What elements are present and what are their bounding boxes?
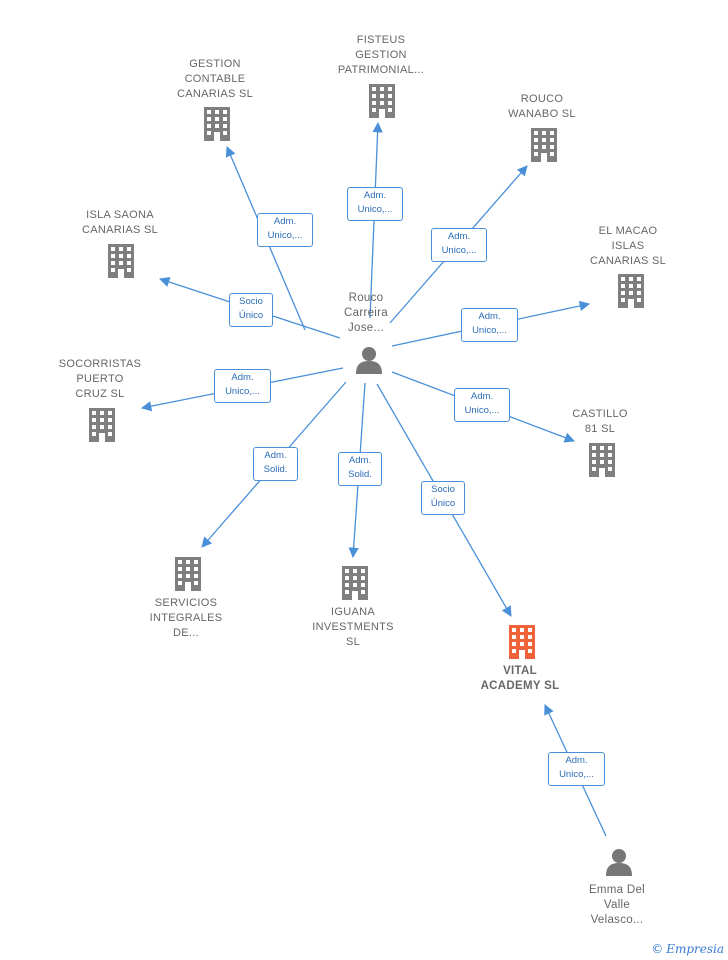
label-line: DE...: [173, 627, 199, 639]
label-line: Jose...: [348, 322, 384, 334]
label-line: CASTILLO: [572, 408, 628, 420]
relation-label-fisteus[interactable]: Adm. Unico,...: [347, 187, 403, 221]
company-label-gestion[interactable]: GESTION CONTABLE CANARIAS SL: [150, 57, 280, 102]
relation-label-castillo[interactable]: Adm. Unico,...: [454, 388, 510, 422]
relation-label-socorristas[interactable]: Adm. Unico,...: [214, 369, 271, 403]
building-icon[interactable]: [369, 84, 395, 118]
label-line: CANARIAS SL: [176, 88, 254, 100]
company-label-rouco[interactable]: ROUCO WANABO SL: [477, 92, 607, 122]
building-icon[interactable]: [531, 128, 557, 162]
company-label-iguana[interactable]: IGUANA INVESTMENTS SL: [288, 605, 418, 650]
company-label-servicios[interactable]: SERVICIOS INTEGRALES DE...: [121, 596, 251, 641]
relation-text: Unico,...: [464, 405, 500, 416]
company-label-socorristas[interactable]: SOCORRISTAS PUERTO CRUZ SL: [35, 357, 165, 402]
relation-label-second-person[interactable]: Adm. Unico,...: [548, 752, 605, 786]
label-line: ACADEMY SL: [480, 680, 560, 692]
relation-text: Adm.: [264, 450, 287, 461]
label-line: VITAL: [503, 665, 537, 677]
second-person-label[interactable]: Emma Del Valle Velasco...: [552, 883, 682, 928]
label-line: ISLA SAONA: [86, 209, 154, 221]
label-line: ISLAS: [611, 240, 645, 252]
label-line: CONTABLE: [184, 73, 246, 85]
relation-text: Solid.: [263, 464, 288, 475]
copyright-icon: ©: [651, 942, 664, 956]
label-line: INVESTMENTS: [312, 621, 394, 633]
relation-text: Adm.: [470, 391, 494, 402]
label-line: SERVICIOS: [154, 597, 218, 609]
relation-text: Unico,...: [472, 325, 507, 336]
label-line: SOCORRISTAS: [58, 358, 142, 370]
relation-label-gestion[interactable]: Adm. Unico,...: [257, 213, 313, 247]
relation-text: Socio: [239, 296, 263, 307]
building-icon[interactable]: [618, 274, 644, 308]
relation-text: Unico,...: [357, 204, 393, 215]
relation-text: Unico,...: [559, 769, 594, 780]
label-line: CANARIAS SL: [589, 255, 667, 267]
relation-label-rouco[interactable]: Adm. Unico,...: [431, 228, 487, 262]
empresia-watermark: ©Empresia: [651, 942, 724, 956]
label-line: Valle: [603, 899, 631, 911]
relation-label-iguana[interactable]: Adm. Solid.: [338, 452, 382, 486]
relation-text: Único: [238, 310, 264, 321]
person-icon[interactable]: [355, 346, 383, 374]
relation-text: Unico,...: [441, 245, 477, 256]
label-line: WANABO SL: [508, 108, 576, 120]
label-line: SL: [345, 636, 361, 648]
relation-text: Unico,...: [267, 230, 303, 241]
label-line: ROUCO: [520, 93, 564, 105]
relation-text: Adm.: [478, 311, 501, 322]
building-icon[interactable]: [89, 408, 115, 442]
relation-text: Adm.: [363, 190, 387, 201]
company-label-isla[interactable]: ISLA SAONA CANARIAS SL: [55, 208, 185, 238]
label-line: Rouco: [348, 292, 384, 304]
building-icon[interactable]: [175, 557, 201, 591]
label-line: EL MACAO: [598, 225, 658, 237]
label-line: Velasco...: [590, 914, 644, 926]
relation-text: Unico,...: [225, 386, 260, 397]
relation-text: Adm.: [231, 372, 254, 383]
label-line: CRUZ SL: [75, 388, 125, 400]
label-line: PATRIMONIAL...: [337, 64, 425, 76]
building-icon[interactable]: [509, 625, 535, 659]
building-icon[interactable]: [342, 566, 368, 600]
label-line: Carreira: [344, 307, 388, 319]
relation-text: Único: [430, 498, 456, 509]
person-icon[interactable]: [605, 848, 633, 876]
relation-text: Adm.: [348, 455, 372, 466]
label-line: GESTION: [189, 58, 241, 70]
center-person-label[interactable]: Rouco Carreira Jose...: [301, 291, 431, 336]
label-line: 81 SL: [584, 423, 616, 435]
company-label-castillo[interactable]: CASTILLO 81 SL: [535, 407, 665, 437]
company-label-fisteus[interactable]: FISTEUS GESTION PATRIMONIAL...: [316, 33, 446, 78]
relation-label-macao[interactable]: Adm. Unico,...: [461, 308, 518, 342]
building-icon[interactable]: [589, 443, 615, 477]
label-line: FISTEUS: [356, 34, 406, 46]
brand-name: Empresia: [666, 942, 724, 956]
label-line: IGUANA: [331, 606, 375, 618]
relation-text: Adm.: [565, 755, 588, 766]
label-line: CANARIAS SL: [81, 224, 159, 236]
relation-text: Adm.: [273, 216, 297, 227]
relation-text: Solid.: [348, 469, 372, 480]
label-line: GESTION: [355, 49, 407, 61]
relation-text: Adm.: [447, 231, 471, 242]
company-label-vital[interactable]: VITAL ACADEMY SL: [455, 664, 585, 694]
building-icon[interactable]: [108, 244, 134, 278]
company-label-macao[interactable]: EL MACAO ISLAS CANARIAS SL: [563, 224, 693, 269]
relation-label-servicios[interactable]: Adm. Solid.: [253, 447, 298, 481]
label-line: Emma Del: [588, 884, 646, 896]
building-icon[interactable]: [204, 107, 230, 141]
relation-text: Socio: [431, 484, 455, 495]
label-line: PUERTO: [76, 373, 124, 385]
label-line: INTEGRALES: [149, 612, 223, 624]
